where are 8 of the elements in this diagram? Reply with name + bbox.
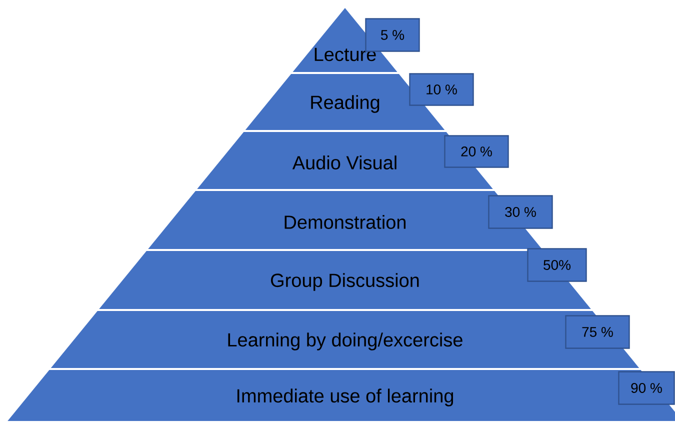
percentage-box: 20 % <box>444 135 509 168</box>
node-label: Demonstration <box>284 215 406 229</box>
percentage-box: 50% <box>527 248 587 282</box>
percentage-box: 10 % <box>409 73 474 106</box>
percentage-box: 30 % <box>488 195 553 229</box>
percentage-box: 5 % <box>365 18 420 52</box>
node-label: Reading <box>311 95 380 113</box>
node-label: Audio Visual <box>292 156 396 170</box>
